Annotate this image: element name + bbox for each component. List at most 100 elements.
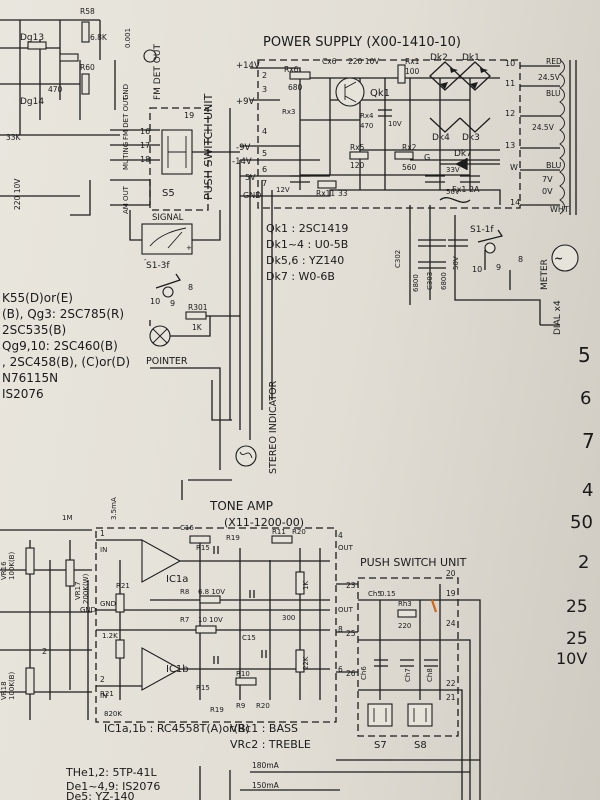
component-label: R15: [196, 544, 210, 552]
component-label: R15: [196, 684, 210, 692]
transistor-qk1: [335, 77, 365, 107]
tap-voltage: 24.5V: [532, 123, 555, 132]
push-switch-top-title: PUSH SWITCH UNIT: [202, 93, 215, 200]
component-label: Ch7: [404, 668, 412, 682]
tap-voltage: 7V: [542, 175, 553, 184]
tone-amp-block: TONE AMP (X11-1200-00) 3.5mA IC1a IC1b C…: [95, 497, 354, 751]
parts-list-line: Qg9,10: 2SC460(B): [2, 339, 118, 353]
component-label: R9: [236, 702, 245, 710]
note-line: De5: YZ-140: [66, 790, 134, 800]
resistor-rx5: [349, 151, 369, 160]
handwritten-note: 6: [580, 388, 591, 409]
rail-label: +9V: [236, 97, 255, 107]
component-label: Cx6: [322, 57, 337, 66]
push-switch-top-frame: [149, 107, 209, 211]
component-label: 50V: [452, 256, 460, 270]
tone-amp-legend: IC1a,1b : RC4558T(A)or(B): [104, 722, 250, 735]
ic-label: IC1a: [166, 574, 188, 585]
component-label: R20: [292, 528, 306, 536]
tone-amp-model: (X11-1200-00): [224, 516, 304, 529]
terminal-label: OUT: [338, 606, 354, 614]
switch-label: S1-3f: [146, 261, 170, 271]
component-label: 470: [360, 122, 373, 130]
handwritten-note: 2: [578, 552, 589, 573]
power-transformer: RED BLU BLU WHT 24.5V 24.5V 7V 0V: [520, 57, 577, 215]
resistor: [115, 593, 125, 613]
resistor: [59, 53, 79, 62]
component-label: 33: [338, 189, 348, 198]
component-label: R21: [100, 690, 114, 698]
component-label: Rx2: [402, 143, 417, 152]
component-label: Rx3: [282, 108, 295, 116]
tap-voltage: 24.5V: [538, 73, 561, 82]
handwritten-note: 25: [566, 629, 588, 649]
terminal-number: 11: [505, 79, 515, 88]
bottom-notes: THe1,2: 5TP-41L De1~4,9: IS2076 De5: YZ-…: [65, 761, 340, 800]
pin-number: 8: [518, 255, 523, 264]
component-label: R10: [236, 670, 250, 678]
stereo-indicator-label: STEREO INDICATOR: [268, 380, 279, 474]
terminal-label: OUT: [338, 544, 354, 552]
resistor: [199, 595, 221, 604]
component-label: 470: [48, 85, 63, 94]
component-label: Rx6: [284, 65, 299, 74]
handwritten-note: 5: [578, 343, 591, 367]
power-supply-frame: [257, 59, 521, 209]
tone-amp-legend: VRc2 : TREBLE: [230, 738, 311, 751]
switch-label: S1-1f: [470, 225, 494, 235]
diode-label: Dg13: [20, 33, 44, 43]
resistor-rx11: [317, 180, 337, 189]
pin-number: 24: [446, 619, 456, 628]
potentiometer-vr18: [25, 667, 35, 695]
switch-s7: [367, 703, 393, 727]
component-label: R58: [80, 7, 95, 16]
handwritten-note: 50: [570, 512, 593, 533]
note-line: THe1,2: 5TP-41L: [65, 766, 158, 779]
component-label: Rx4: [360, 112, 374, 120]
terminal-number: G: [424, 153, 430, 162]
note-line: De1~4,9: IS2076: [66, 780, 160, 793]
terminal-label: GND: [100, 600, 116, 608]
wire-color-label: RED: [546, 57, 562, 66]
pin-number: 22: [446, 679, 456, 688]
component-label: 0.15: [380, 590, 396, 598]
parts-list-line: N76115N: [2, 371, 58, 385]
component-label: 6800: [412, 274, 420, 292]
component-label: 220 10V: [348, 57, 380, 66]
terminal-number: 4: [338, 531, 343, 540]
component-label: 33K: [6, 133, 22, 142]
fm-det-out-label: FM DET OUT: [153, 44, 163, 100]
component-label: Rx11: [316, 189, 335, 198]
handwritten-note: 10V: [556, 649, 587, 668]
component-label: R301: [188, 303, 208, 312]
component-label: Rx1: [405, 57, 420, 66]
parts-list-line: IS2076: [2, 387, 44, 401]
potentiometer-vrc2: [295, 649, 305, 673]
pin-number: 21: [446, 693, 456, 702]
potentiometer-vr17: [65, 559, 75, 587]
tone-amp-frame: [95, 527, 337, 723]
component-label: C303: [426, 272, 434, 290]
pin-number: 10: [150, 297, 160, 306]
meter-symbol: [551, 244, 579, 272]
terminal-number: 6: [338, 665, 343, 674]
component-label: R7: [180, 616, 189, 624]
resistor: [235, 677, 257, 686]
terminal-label: 0.001: [124, 28, 132, 48]
terminal-number: 14: [510, 198, 520, 207]
component-label: C16: [180, 524, 194, 532]
terminal-number: 8: [338, 625, 343, 634]
pin-number: 10: [472, 265, 482, 274]
terminal-label: MUTING: [122, 142, 130, 170]
ic-label: IC1b: [166, 664, 189, 675]
pin-number: 16: [140, 127, 150, 136]
op-amp-ic1b: [141, 647, 182, 691]
wire-color-label: BLU: [546, 89, 560, 98]
terminal-number: W: [510, 163, 518, 172]
push-switch-bottom-title: PUSH SWITCH UNIT: [360, 556, 467, 569]
handwritten-note: 25: [566, 597, 588, 617]
terminal-number: 6: [262, 165, 267, 174]
resistor: [189, 535, 211, 544]
terminal-number: 5: [262, 149, 267, 158]
